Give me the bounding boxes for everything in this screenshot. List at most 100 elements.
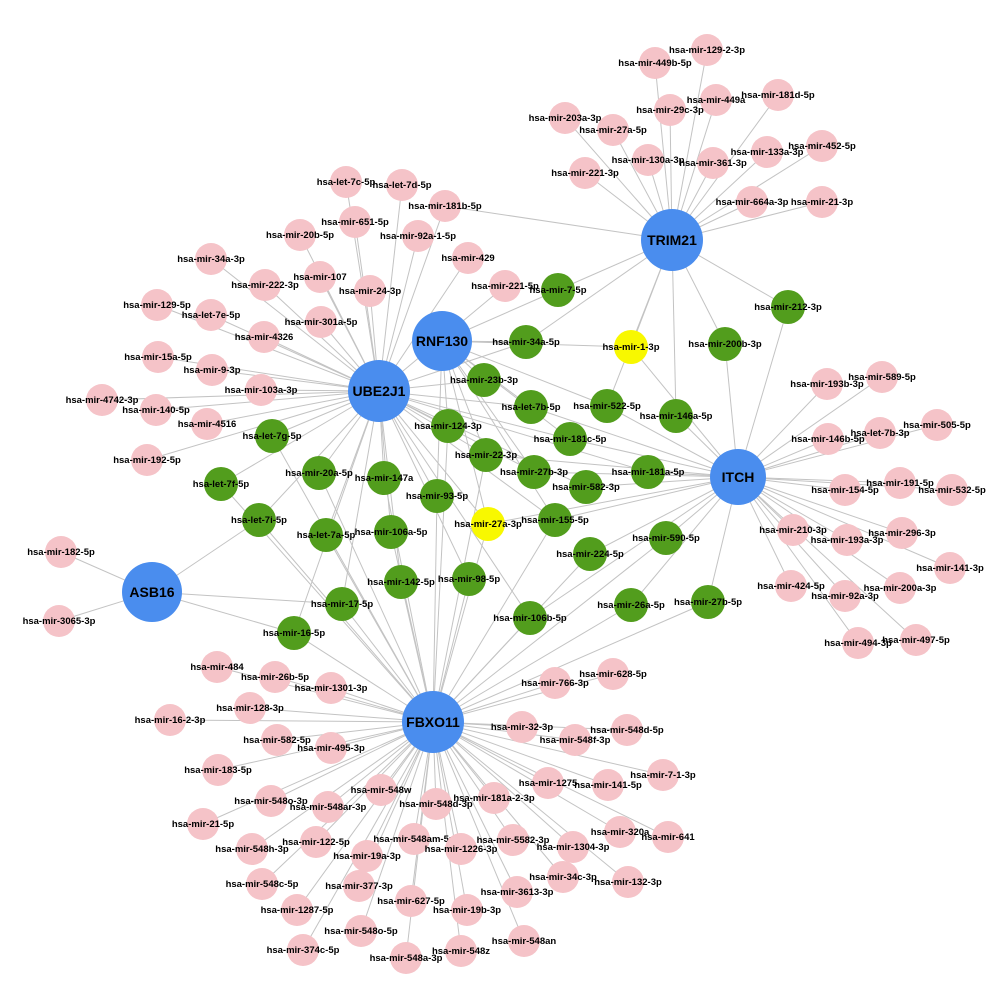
mirna-node-hsa-mir-141-5p[interactable]: hsa-mir-141-5p bbox=[574, 769, 642, 801]
mirna-node-hsa-mir-146b-5p[interactable]: hsa-mir-146b-5p bbox=[791, 423, 865, 455]
mirna-node-hsa-mir-1304-3p[interactable]: hsa-mir-1304-3p bbox=[537, 831, 610, 863]
mirna-node-hsa-mir-3065-3p[interactable]: hsa-mir-3065-3p bbox=[23, 605, 96, 637]
mirna-node-hsa-mir-146a-5p[interactable]: hsa-mir-146a-5p bbox=[640, 399, 713, 433]
mirna-node-hsa-mir-27b-5p[interactable]: hsa-mir-27b-5p bbox=[674, 585, 742, 619]
mirna-node-hsa-mir-141-3p[interactable]: hsa-mir-141-3p bbox=[916, 552, 984, 584]
pink-node-circle[interactable] bbox=[445, 833, 477, 865]
mirna-node-hsa-mir-224-5p[interactable]: hsa-mir-224-5p bbox=[556, 537, 624, 571]
mirna-node-hsa-mir-107[interactable]: hsa-mir-107 bbox=[293, 261, 347, 293]
mirna-node-hsa-mir-34a-5p[interactable]: hsa-mir-34a-5p bbox=[492, 325, 560, 359]
pink-node-circle[interactable] bbox=[736, 186, 768, 218]
mirna-node-hsa-mir-548d-3p[interactable]: hsa-mir-548d-3p bbox=[399, 788, 473, 820]
pink-node-circle[interactable] bbox=[154, 704, 186, 736]
mirna-node-hsa-let-7e-5p[interactable]: hsa-let-7e-5p bbox=[182, 299, 241, 331]
mirna-node-hsa-mir-132-3p[interactable]: hsa-mir-132-3p bbox=[594, 866, 662, 898]
mirna-node-hsa-mir-361-3p[interactable]: hsa-mir-361-3p bbox=[679, 147, 747, 179]
pink-node-circle[interactable] bbox=[300, 826, 332, 858]
pink-node-circle[interactable] bbox=[478, 782, 510, 814]
pink-node-circle[interactable] bbox=[806, 130, 838, 162]
pink-node-circle[interactable] bbox=[284, 219, 316, 251]
mirna-node-hsa-mir-424-5p[interactable]: hsa-mir-424-5p bbox=[757, 570, 825, 602]
mirna-node-hsa-mir-32-3p[interactable]: hsa-mir-32-3p bbox=[491, 711, 553, 743]
pink-node-circle[interactable] bbox=[532, 767, 564, 799]
pink-node-circle[interactable] bbox=[365, 774, 397, 806]
pink-node-circle[interactable] bbox=[900, 624, 932, 656]
mirna-node-hsa-mir-449b-5p[interactable]: hsa-mir-449b-5p bbox=[618, 47, 692, 79]
green-node-circle[interactable] bbox=[573, 537, 607, 571]
mirna-node-hsa-mir-122-5p[interactable]: hsa-mir-122-5p bbox=[282, 826, 350, 858]
mirna-node-hsa-mir-582-5p[interactable]: hsa-mir-582-5p bbox=[243, 724, 311, 756]
mirna-node-hsa-mir-124-3p[interactable]: hsa-mir-124-3p bbox=[414, 409, 482, 443]
mirna-node-hsa-mir-22-3p[interactable]: hsa-mir-22-3p bbox=[455, 438, 517, 472]
pink-node-circle[interactable] bbox=[281, 894, 313, 926]
mirna-node-hsa-mir-23b-3p[interactable]: hsa-mir-23b-3p bbox=[450, 363, 518, 397]
pink-node-circle[interactable] bbox=[842, 627, 874, 659]
mirna-node-hsa-mir-193b-3p[interactable]: hsa-mir-193b-3p bbox=[790, 368, 864, 400]
mirna-node-hsa-mir-7-1-3p[interactable]: hsa-mir-7-1-3p bbox=[630, 759, 696, 791]
green-node-circle[interactable] bbox=[614, 588, 648, 622]
mirna-node-hsa-mir-106a-5p[interactable]: hsa-mir-106a-5p bbox=[355, 515, 428, 549]
mirna-node-hsa-mir-203a-3p[interactable]: hsa-mir-203a-3p bbox=[529, 102, 602, 134]
pink-node-circle[interactable] bbox=[559, 724, 591, 756]
hub-node-circle[interactable] bbox=[412, 311, 472, 371]
pink-node-circle[interactable] bbox=[195, 299, 227, 331]
pink-node-circle[interactable] bbox=[245, 374, 277, 406]
pink-node-circle[interactable] bbox=[196, 354, 228, 386]
pink-node-circle[interactable] bbox=[632, 144, 664, 176]
mirna-node-hsa-let-7i-5p[interactable]: hsa-let-7i-5p bbox=[231, 503, 287, 537]
pink-node-circle[interactable] bbox=[489, 270, 521, 302]
mirna-node-hsa-mir-155-5p[interactable]: hsa-mir-155-5p bbox=[521, 503, 589, 537]
pink-node-circle[interactable] bbox=[43, 605, 75, 637]
mirna-node-hsa-mir-26a-5p[interactable]: hsa-mir-26a-5p bbox=[597, 588, 665, 622]
pink-node-circle[interactable] bbox=[351, 840, 383, 872]
mirna-node-hsa-mir-1287-5p[interactable]: hsa-mir-1287-5p bbox=[261, 894, 334, 926]
pink-node-circle[interactable] bbox=[508, 925, 540, 957]
mirna-node-hsa-mir-3613-3p[interactable]: hsa-mir-3613-3p bbox=[481, 876, 554, 908]
pink-node-circle[interactable] bbox=[315, 672, 347, 704]
mirna-node-hsa-mir-548an[interactable]: hsa-mir-548an bbox=[492, 925, 557, 957]
mirna-node-hsa-let-7b-5p[interactable]: hsa-let-7b-5p bbox=[501, 390, 561, 424]
pink-node-circle[interactable] bbox=[452, 242, 484, 274]
mirna-node-hsa-mir-98-5p[interactable]: hsa-mir-98-5p bbox=[438, 562, 500, 596]
pink-node-circle[interactable] bbox=[330, 166, 362, 198]
pink-node-circle[interactable] bbox=[312, 791, 344, 823]
hub-node-circle[interactable] bbox=[402, 691, 464, 753]
mirna-node-hsa-mir-221-5p[interactable]: hsa-mir-221-5p bbox=[471, 270, 539, 302]
mirna-node-hsa-mir-548h-3p[interactable]: hsa-mir-548h-3p bbox=[215, 833, 289, 865]
pink-node-circle[interactable] bbox=[451, 894, 483, 926]
mirna-node-hsa-mir-9-3p[interactable]: hsa-mir-9-3p bbox=[183, 354, 241, 386]
green-node-circle[interactable] bbox=[649, 521, 683, 555]
mirna-node-hsa-mir-181d-5p[interactable]: hsa-mir-181d-5p bbox=[741, 79, 815, 111]
mirna-node-hsa-mir-4516[interactable]: hsa-mir-4516 bbox=[178, 408, 237, 440]
mirna-node-hsa-mir-377-3p[interactable]: hsa-mir-377-3p bbox=[325, 870, 393, 902]
pink-node-circle[interactable] bbox=[261, 724, 293, 756]
green-node-circle[interactable] bbox=[538, 503, 572, 537]
mirna-node-hsa-mir-590-5p[interactable]: hsa-mir-590-5p bbox=[632, 521, 700, 555]
green-node-circle[interactable] bbox=[255, 419, 289, 453]
mirna-node-hsa-mir-7-5p[interactable]: hsa-mir-7-5p bbox=[529, 273, 587, 307]
green-node-circle[interactable] bbox=[469, 438, 503, 472]
mirna-node-hsa-mir-494-3p[interactable]: hsa-mir-494-3p bbox=[824, 627, 892, 659]
pink-node-circle[interactable] bbox=[547, 861, 579, 893]
mirna-node-hsa-mir-17-5p[interactable]: hsa-mir-17-5p bbox=[311, 587, 373, 621]
green-node-circle[interactable] bbox=[452, 562, 486, 596]
gene-node-fbxo11[interactable]: FBXO11 bbox=[402, 691, 464, 753]
pink-node-circle[interactable] bbox=[131, 444, 163, 476]
mirna-node-hsa-mir-495-3p[interactable]: hsa-mir-495-3p bbox=[297, 732, 365, 764]
pink-node-circle[interactable] bbox=[142, 341, 174, 373]
pink-node-circle[interactable] bbox=[936, 474, 968, 506]
pink-node-circle[interactable] bbox=[187, 808, 219, 840]
mirna-node-hsa-mir-582-3p[interactable]: hsa-mir-582-3p bbox=[552, 470, 620, 504]
mirna-node-hsa-mir-1-3p[interactable]: hsa-mir-1-3p bbox=[602, 330, 660, 364]
pink-node-circle[interactable] bbox=[775, 570, 807, 602]
pink-node-circle[interactable] bbox=[248, 321, 280, 353]
mirna-node-hsa-mir-548am-5p[interactable]: hsa-mir-548am-5p bbox=[373, 823, 455, 855]
pink-node-circle[interactable] bbox=[86, 384, 118, 416]
mirna-node-hsa-mir-27a-5p[interactable]: hsa-mir-27a-5p bbox=[579, 114, 647, 146]
pink-node-circle[interactable] bbox=[934, 552, 966, 584]
pink-node-circle[interactable] bbox=[639, 47, 671, 79]
mirna-node-hsa-mir-16-5p[interactable]: hsa-mir-16-5p bbox=[263, 616, 325, 650]
pink-node-circle[interactable] bbox=[864, 417, 896, 449]
pink-node-circle[interactable] bbox=[402, 220, 434, 252]
green-node-circle[interactable] bbox=[420, 479, 454, 513]
